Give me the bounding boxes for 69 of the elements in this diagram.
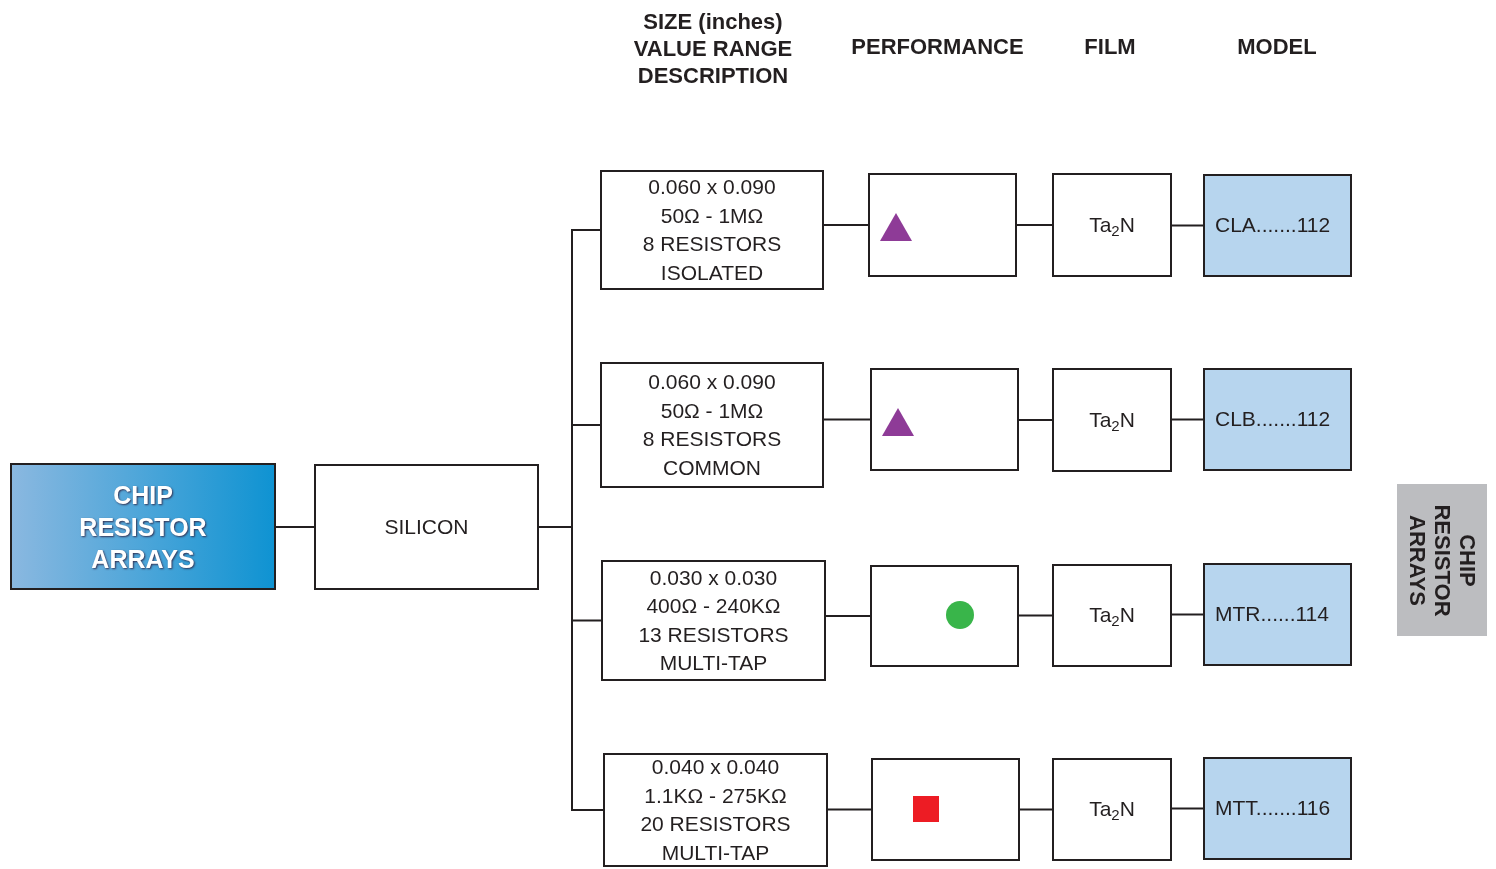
node-text: COMMON <box>663 454 761 481</box>
connector-line <box>1018 614 1053 617</box>
connector-line <box>1019 808 1053 811</box>
node-text: SILICON <box>384 513 469 540</box>
node-text: MTR......114 <box>1215 601 1329 628</box>
process-box <box>1052 173 1172 277</box>
model-box <box>1203 174 1352 277</box>
process-box <box>1052 758 1172 861</box>
triangle-icon <box>880 213 912 241</box>
tab-text: CHIP RESISTOR ARRAYS <box>1404 503 1480 617</box>
column-header: SIZE (inches) <box>642 8 784 35</box>
node-text: 50Ω - 1MΩ <box>660 397 764 424</box>
column-header: DESCRIPTION <box>636 62 790 89</box>
node-text: 1.1KΩ - 275KΩ <box>644 782 787 809</box>
connector-line <box>1016 224 1053 226</box>
connector-line <box>823 224 869 226</box>
connector-line <box>1171 807 1204 810</box>
description-box <box>600 362 824 488</box>
description-box <box>601 560 826 681</box>
connector-line <box>825 615 871 617</box>
column-header: VALUE RANGE <box>632 35 794 62</box>
column-header: PERFORMANCE <box>850 33 1025 60</box>
model-box <box>1203 757 1352 860</box>
process-box <box>1052 368 1172 472</box>
node-text: Ta$_{2}$N <box>1089 406 1135 435</box>
node-text: 50Ω - 1MΩ <box>660 202 764 229</box>
node-text: ISOLATED <box>660 259 764 286</box>
category-box <box>10 463 276 590</box>
column-header: MODEL <box>1236 33 1318 60</box>
triangle-icon <box>882 408 914 436</box>
connector-line <box>827 808 872 811</box>
model-box <box>1203 368 1352 471</box>
node-text: Ta$_{2}$N <box>1089 602 1135 630</box>
node-text: 400Ω - 240KΩ <box>646 593 781 619</box>
connector-line <box>823 418 871 421</box>
connector-line <box>275 526 315 528</box>
node-text: Ta$_{2}$N <box>1089 796 1135 824</box>
process-box <box>1052 564 1172 667</box>
node-text: 8 RESISTORS <box>642 231 782 257</box>
process-box <box>314 464 539 590</box>
node-text: MULTI-TAP <box>661 839 770 866</box>
node-text: 0.060 x 0.090 <box>648 174 776 200</box>
node-text: 8 RESISTORS <box>642 426 782 452</box>
square-icon <box>913 796 939 822</box>
model-box <box>1203 563 1352 666</box>
node-text: 0.040 x 0.040 <box>651 754 780 780</box>
node-text: Ta$_{2}$N <box>1089 211 1135 240</box>
description-box <box>603 753 828 867</box>
process-box <box>868 173 1017 277</box>
connector-line <box>1171 418 1204 421</box>
connector-line <box>538 526 604 811</box>
node-text: 20 RESISTORS <box>640 811 791 837</box>
connector-line <box>1171 613 1204 616</box>
process-box <box>871 758 1020 861</box>
connector-line <box>1018 419 1053 421</box>
node-text: CHIP RESISTOR ARRAYS <box>78 479 208 575</box>
process-box <box>870 565 1019 667</box>
description-box <box>600 170 824 290</box>
process-box <box>870 368 1019 471</box>
node-text: CLA.......112 <box>1215 212 1331 239</box>
node-text: 0.060 x 0.090 <box>648 369 776 395</box>
node-text: CLB.......112 <box>1215 406 1331 433</box>
node-text: MULTI-TAP <box>659 650 768 676</box>
column-header: FILM <box>1083 33 1137 60</box>
node-text: 0.030 x 0.030 <box>649 564 778 591</box>
connector-line <box>1171 224 1204 227</box>
circle-icon <box>946 601 974 629</box>
node-text: MTT.......116 <box>1215 795 1331 822</box>
node-text: 13 RESISTORS <box>638 621 789 648</box>
